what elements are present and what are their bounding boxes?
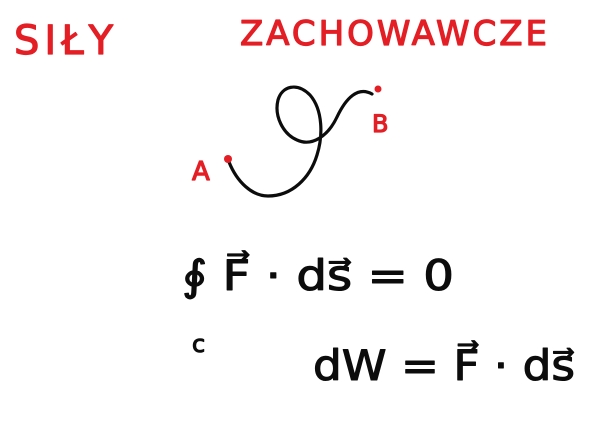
point-b-dot (374, 85, 382, 93)
work-element-equation: dW = F⃗ · ds⃗ (313, 339, 575, 390)
contour-label: c (192, 330, 205, 358)
closed-integral-equation: ∮ F⃗ · ds⃗ = 0 (182, 249, 454, 300)
header-left-word: SIŁY (14, 18, 118, 64)
point-a-dot (224, 155, 232, 163)
header-right-word: ZACHOWAWCZE (240, 14, 550, 54)
point-a-label: A (192, 157, 210, 187)
path-curve (227, 85, 374, 198)
point-b-label: B (372, 110, 388, 138)
